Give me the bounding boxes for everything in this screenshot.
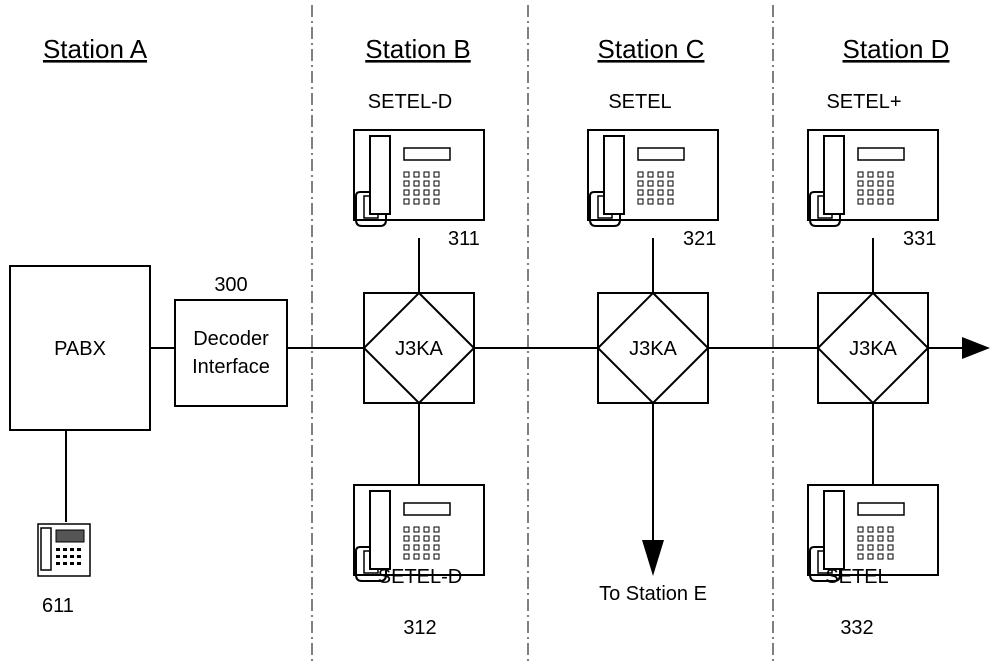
j3ka-c-label: J3KA xyxy=(629,338,677,360)
phone-331-type: SETEL+ xyxy=(826,91,901,113)
station-a-title: Station A xyxy=(43,34,148,64)
station-c-title: Station C xyxy=(598,34,705,64)
decoder-label-line2: Interface xyxy=(192,356,270,378)
pabx-box xyxy=(9,265,151,431)
j3ka-b-label: J3KA xyxy=(395,338,443,360)
decoder-box xyxy=(174,299,288,407)
phone-611-icon xyxy=(37,523,91,577)
arrow-right-icon xyxy=(962,337,990,359)
phone-331-ref: 331 xyxy=(903,228,936,250)
phone-332-ref: 332 xyxy=(840,617,873,639)
j3ka-node-c xyxy=(596,291,710,405)
phone-311-type: SETEL-D xyxy=(368,91,452,113)
connections xyxy=(65,238,962,540)
j3ka-node-d xyxy=(816,291,930,405)
pabx-label: PABX xyxy=(54,338,106,360)
phone-311-icon xyxy=(353,129,485,227)
station-d-title: Station D xyxy=(843,34,950,64)
phone-611-ref: 611 xyxy=(42,595,74,617)
to-station-e-label: To Station E xyxy=(599,583,707,605)
phone-311-ref: 311 xyxy=(448,228,480,250)
phone-312-ref: 312 xyxy=(403,617,436,639)
phone-312-type: SETEL-D xyxy=(378,566,462,588)
phone-321-type: SETEL xyxy=(608,91,671,113)
j3ka-d-label: J3KA xyxy=(849,338,897,360)
station-b-title: Station B xyxy=(365,34,471,64)
arrow-down-icon xyxy=(642,540,664,576)
decoder-label-line1: Decoder xyxy=(193,328,269,350)
phone-332-type: SETEL xyxy=(825,566,888,588)
phone-321-icon xyxy=(587,129,719,227)
phone-331-icon xyxy=(807,129,939,227)
decoder-ref: 300 xyxy=(214,274,247,296)
j3ka-node-b xyxy=(362,291,476,405)
phone-321-ref: 321 xyxy=(683,228,716,250)
